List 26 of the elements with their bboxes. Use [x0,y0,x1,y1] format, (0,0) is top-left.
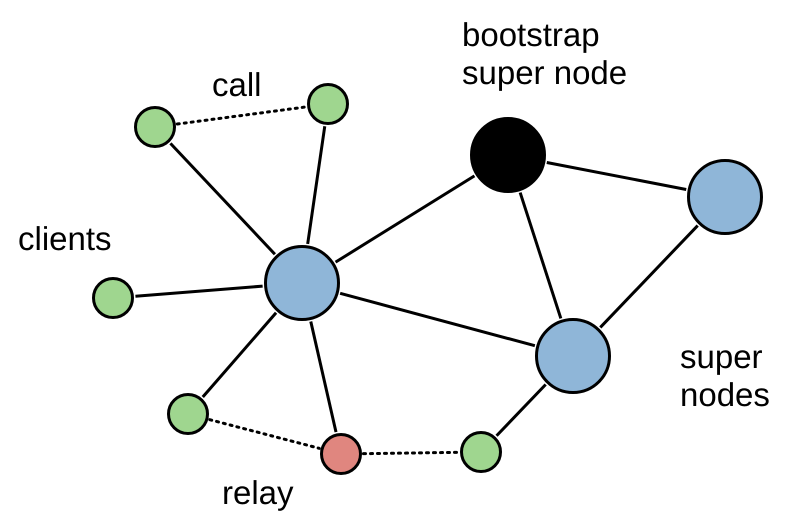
node-circle [134,106,176,148]
dotted-connector [208,418,321,450]
connector-line [599,224,699,328]
node-circle [307,83,349,125]
dotted-connector [176,105,308,126]
dotted-connector [362,450,460,456]
connector-line [202,312,278,398]
connector-line [135,284,263,298]
connector-line [340,292,536,348]
connector-line [546,161,686,191]
text-label: clients [18,220,113,258]
node-caption: bootstrap super node [462,16,628,92]
connector-line [495,383,547,437]
connector-line [334,174,476,264]
node-circle [264,245,340,321]
connector-line [169,142,276,256]
node-circle [167,393,209,435]
node-circle [460,431,502,473]
text-label: super nodes [680,338,771,414]
connector-line [518,192,562,319]
node-circle [320,433,362,475]
text-label: call [212,66,263,104]
connector-line [309,321,338,432]
node-circle [92,277,134,319]
node-caption: relay [222,474,295,512]
connector-line [306,126,326,244]
